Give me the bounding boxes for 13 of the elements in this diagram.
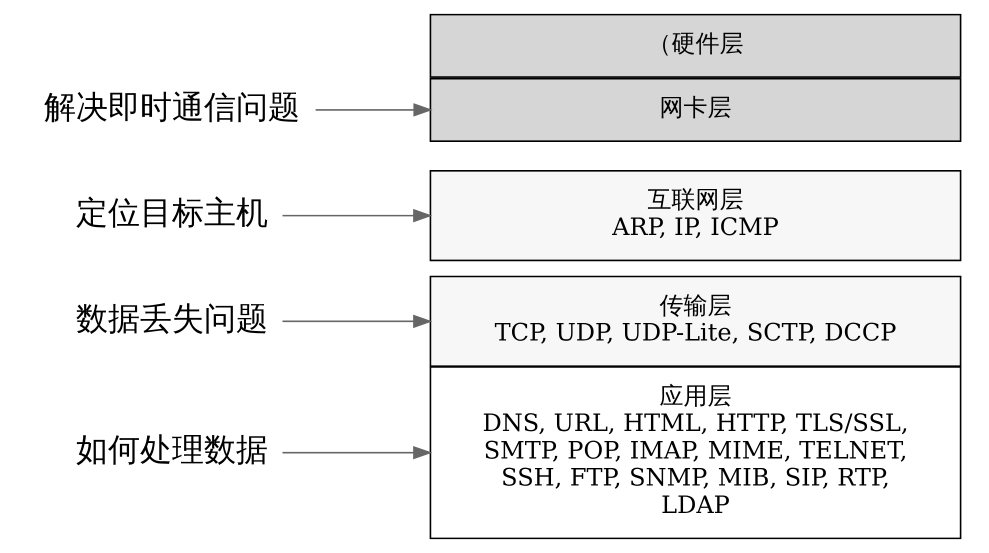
node-text: 数据丢失问题: [76, 299, 268, 338]
arrow: [316, 103, 433, 117]
node-text: 解决即时通信问题: [44, 88, 300, 126]
node-box: 互联网层 ARP, IP, ICMP: [430, 170, 962, 262]
node-text: 如何处理数据: [76, 430, 268, 469]
node-box: 传输层 TCP, UDP, UDP-Lite, SCTP, DCCP: [430, 276, 962, 367]
node-box: （硬件层: [430, 14, 962, 78]
arrow: [282, 208, 432, 222]
node-box: 网卡层: [430, 78, 962, 142]
arrow: [282, 446, 432, 460]
node-text: 定位目标主机: [76, 194, 268, 232]
arrow: [282, 314, 432, 328]
node-box: 应用层 DNS, URL, HTML, HTTP, TLS/SSL, SMTP, POP, IMAP, MIME, TELNET, SSH, FTP, SNMP, MIB, SIP, RTP, LDAP: [430, 366, 962, 540]
